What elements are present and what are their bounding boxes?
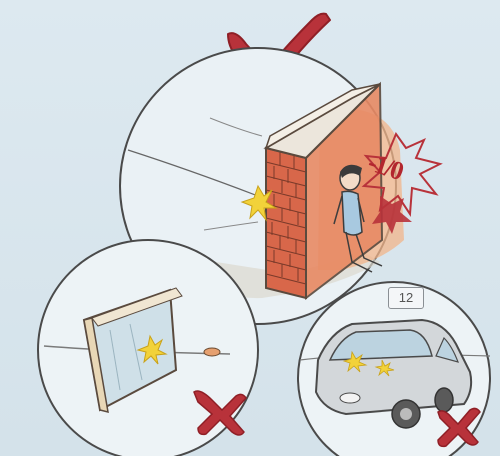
step-number-badge: 12 xyxy=(388,287,424,309)
glass-scene-circle xyxy=(37,239,259,456)
cross-mark-icon xyxy=(437,407,481,448)
impact-spark-icon xyxy=(240,184,278,222)
car-scene-circle xyxy=(297,281,491,456)
cross-mark-icon xyxy=(193,390,247,436)
person-figure xyxy=(333,164,383,273)
pain-burst-icon xyxy=(361,131,443,234)
